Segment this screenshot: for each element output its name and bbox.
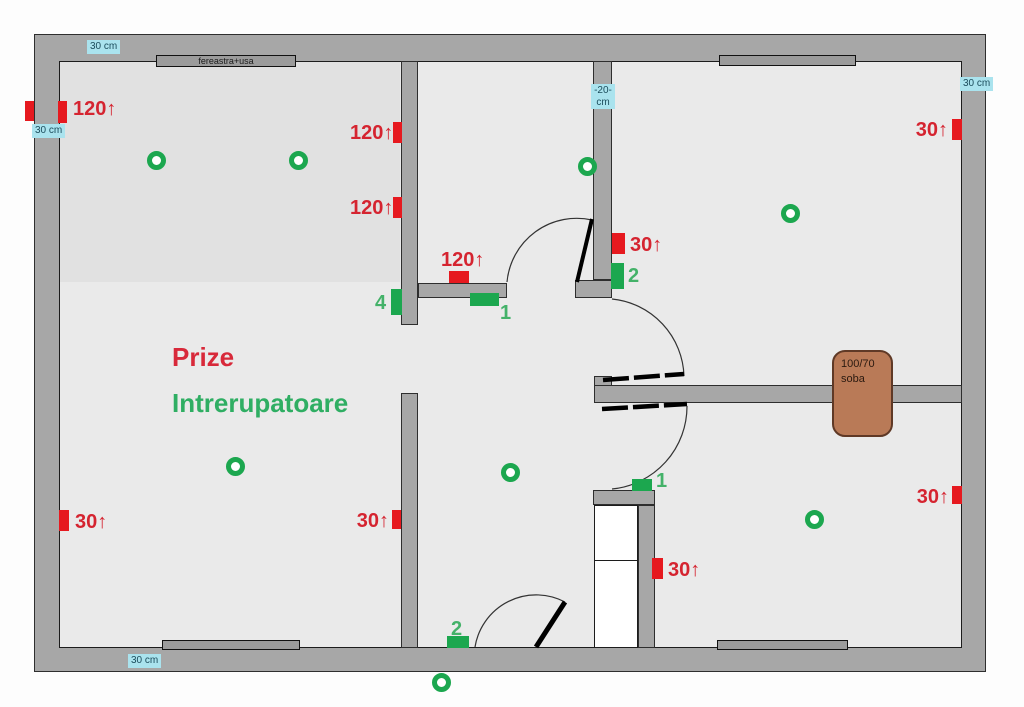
interior-wall-left-upper — [401, 61, 418, 325]
dimension-middle-line2: cm — [596, 96, 610, 108]
switch-label-4: 4 — [375, 292, 387, 314]
outlet-label-left-room: 30↑ — [356, 510, 389, 532]
switch-marker-4 — [391, 289, 402, 315]
ceiling-light-symbol — [226, 457, 245, 476]
outlet-marker-left-bottom — [59, 510, 69, 531]
outlet-marker-hall-upper — [393, 122, 402, 143]
closet-interior — [594, 505, 638, 648]
switch-marker-1-hall — [470, 293, 499, 306]
switch-label-1-right: 1 — [656, 470, 668, 492]
stove-size-label: 100/70 — [841, 358, 875, 370]
outlet-marker-mid-wall — [612, 233, 625, 254]
outlet-label-mid-wall: 30↑ — [630, 234, 663, 256]
stove-name-label: soba — [841, 373, 865, 386]
window-top-right — [719, 55, 856, 66]
outlet-label-right-top: 30↑ — [915, 119, 948, 141]
outlet-label-left-top: 120↑ — [73, 98, 117, 120]
outlet-label-right-bottom: 30↑ — [916, 486, 949, 508]
ceiling-light-symbol — [147, 151, 166, 170]
closet-top-wall — [593, 490, 655, 505]
outlet-marker-right-top — [952, 119, 962, 140]
ceiling-light-symbol — [432, 673, 451, 692]
dimension-right-wall: 30 cm — [960, 77, 994, 91]
stove: 100/70 soba — [832, 350, 893, 437]
outlet-marker-closet — [652, 558, 663, 579]
outlet-label-left-bottom: 30↑ — [75, 511, 108, 533]
outlet-marker-partition — [449, 271, 469, 283]
dimension-top-wall: 30 cm — [87, 40, 121, 54]
outlet-marker-left-top — [58, 101, 67, 123]
switch-label-2-mid: 2 — [628, 265, 640, 287]
window-top-left: fereastra+usa — [156, 55, 296, 67]
switch-marker-2-mid — [611, 263, 624, 289]
switch-label-2-bottom: 2 — [451, 618, 463, 640]
legend-intrerupatoare: Intrerupatoare — [172, 388, 349, 418]
switch-marker-1-right — [632, 479, 652, 491]
closet-shelf-line — [594, 560, 638, 561]
switch-marker-2-bottom — [447, 636, 469, 648]
ceiling-light-symbol — [781, 204, 800, 223]
dimension-bottom-wall: 30 cm — [128, 654, 162, 668]
outlet-marker-right-bottom — [952, 486, 962, 504]
ceiling-light-symbol — [289, 151, 308, 170]
interior-wall-middle-foot — [575, 280, 612, 298]
legend-prize: Prize — [172, 342, 235, 372]
switch-label-1-hall: 1 — [500, 302, 512, 324]
outlet-marker-hall-lower — [393, 197, 402, 218]
dimension-middle-line1: -20- — [594, 85, 612, 96]
window-bottom-left — [162, 640, 300, 650]
outlet-label-hall-upper: 120↑ — [350, 122, 394, 144]
outlet-marker-left-room — [392, 510, 401, 529]
outlet-label-partition: 120↑ — [441, 249, 485, 271]
dimension-middle-wall: -20- cm — [591, 84, 615, 109]
window-label: fereastra+usa — [198, 55, 254, 66]
outlet-label-closet: 30↑ — [668, 559, 701, 581]
outlet-label-hall-lower: 120↑ — [350, 197, 394, 219]
interior-wall-left-lower — [401, 393, 418, 648]
ceiling-light-symbol — [501, 463, 520, 482]
ceiling-light-symbol — [578, 157, 597, 176]
window-bottom-right — [717, 640, 848, 650]
ceiling-light-symbol — [805, 510, 824, 529]
top-left-room-floor — [60, 62, 400, 282]
center-horizontal-wall — [594, 385, 962, 403]
dimension-left-wall: 30 cm — [32, 124, 66, 138]
outlet-marker-left-top-outer — [25, 101, 34, 121]
